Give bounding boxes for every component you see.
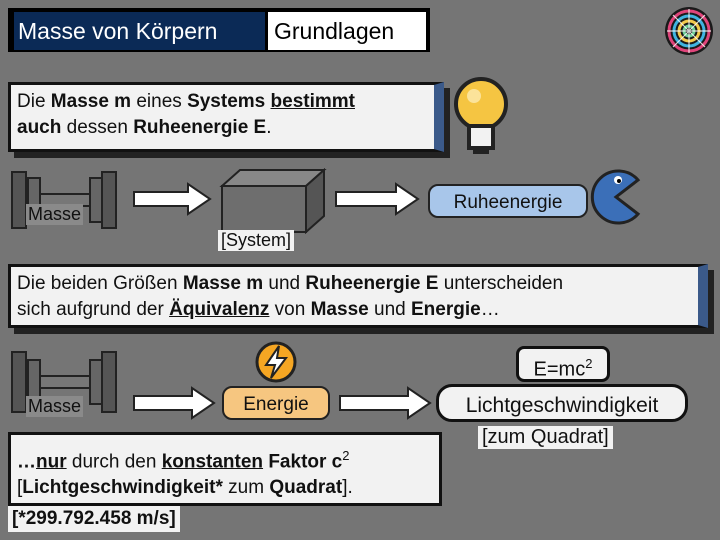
zum-quadrat-label: [zum Quadrat] [478, 426, 613, 449]
text-bold-underline: Äquivalenz [169, 299, 270, 320]
text-bold: … [17, 451, 36, 473]
statement-2-line-2: sich aufgrund der Äquivalenz von Masse u… [17, 297, 692, 323]
text-bold: Energie [410, 299, 481, 320]
ruheenergie-pill: Ruheenergie [428, 184, 588, 218]
text: Die beiden Größen [17, 273, 183, 294]
arrow-right-icon [133, 386, 216, 420]
text-bold-underline: konstanten [161, 451, 264, 473]
section-title: Grundlagen [268, 12, 426, 50]
text: unterscheiden [438, 273, 564, 294]
text: und [263, 273, 306, 294]
text-bold: Masse m [50, 91, 132, 112]
statement-box-1: Die Masse m eines Systems bestimmt auch … [8, 82, 444, 152]
text-bold: Quadrat [269, 477, 343, 499]
text-bold: Faktor c [268, 451, 343, 473]
statement-3-line-1: …nur durch den konstanten Faktor c2 [17, 443, 433, 475]
pacman-icon [590, 169, 641, 225]
statement-1-line-1: Die Masse m eines Systems bestimmt [17, 89, 428, 115]
text-bold-underline: nur [36, 451, 67, 473]
text: von [269, 299, 311, 320]
lightning-icon [255, 341, 297, 383]
text: ]. [342, 477, 353, 499]
arrow-right-icon [133, 182, 212, 216]
statement-box-3: …nur durch den konstanten Faktor c2 [Lic… [8, 432, 442, 506]
text-bold-underline: bestimmt [270, 91, 355, 112]
text: Die [17, 91, 51, 112]
text: . [266, 117, 272, 138]
text: eines [131, 91, 188, 112]
text-bold: Systems [187, 91, 266, 112]
text: [ [17, 477, 23, 499]
dumbbell-icon [11, 351, 117, 413]
energie-pill: Energie [222, 386, 330, 420]
lichtgeschwindigkeit-pill: Lichtgeschwindigkeit [436, 384, 688, 422]
text-bold: Ruheenergie E [133, 117, 267, 138]
text-bold: Ruheenergie E [305, 273, 439, 294]
text: dessen [61, 117, 134, 138]
text: … [480, 299, 500, 320]
label-masse: Masse [26, 396, 84, 417]
text-bold: Masse [310, 299, 369, 320]
formula-text: E=mc [533, 358, 586, 381]
footnote-reference: [*299.792.458 m/s] [8, 506, 180, 532]
text: durch den [66, 451, 162, 473]
arrow-right-icon [339, 386, 432, 420]
statement-3-line-2: [Lichtgeschwindigkeit* zum Quadrat]. [17, 475, 433, 501]
label-masse: Masse [26, 204, 84, 225]
label-system: [System] [218, 230, 295, 251]
mandala-icon [665, 7, 713, 55]
formula-box: E=mc2 [516, 346, 610, 382]
text-bold: auch [17, 117, 62, 138]
text-bold: Lichtgeschwindigkeit* [22, 477, 223, 499]
formula-exponent: 2 [585, 356, 593, 371]
page-title: Masse von Körpern [14, 12, 265, 50]
light-bulb-icon [454, 77, 508, 154]
statement-box-2: Die beiden Größen Masse m und Ruheenergi… [8, 264, 708, 328]
arrow-right-icon [335, 182, 420, 216]
text: und [368, 299, 411, 320]
statement-1-line-2: auch dessen Ruheenergie E. [17, 115, 428, 141]
text: sich aufgrund der [17, 299, 170, 320]
exponent: 2 [342, 448, 350, 463]
text-bold: Masse m [182, 273, 264, 294]
text: zum [222, 477, 270, 499]
statement-2-line-1: Die beiden Größen Masse m und Ruheenergi… [17, 271, 692, 297]
box-icon [219, 168, 327, 234]
